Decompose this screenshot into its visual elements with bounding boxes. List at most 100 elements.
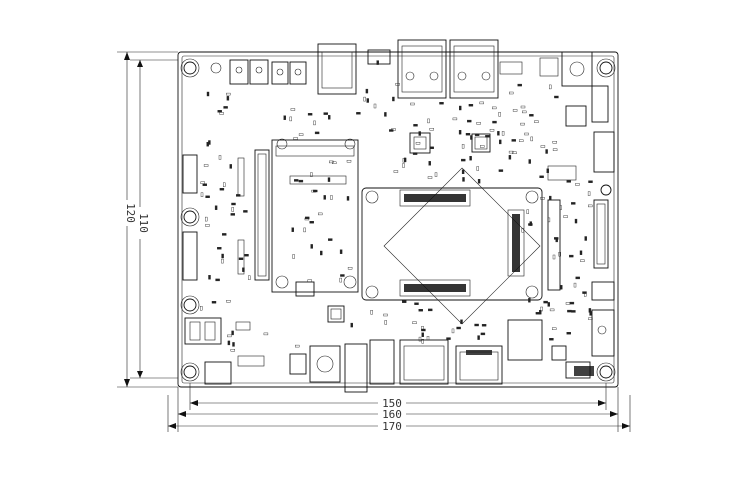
smd-part <box>477 178 481 184</box>
smd-part <box>332 161 337 165</box>
smd-part <box>547 302 550 307</box>
smd-part <box>366 98 369 103</box>
smd-part <box>346 196 350 201</box>
mounting-holes <box>180 58 616 382</box>
smd-part <box>205 224 210 227</box>
smd-part <box>479 101 484 105</box>
smd-part <box>499 139 502 145</box>
smd-part <box>389 129 394 132</box>
smd-part <box>383 313 388 317</box>
smd-part <box>554 95 559 99</box>
smd-part <box>446 337 451 340</box>
smd-part <box>421 332 424 337</box>
smd-part <box>582 291 587 294</box>
smd-part <box>418 336 422 342</box>
smd-part <box>200 181 205 184</box>
smd-part <box>521 227 524 233</box>
board-outline <box>177 51 619 388</box>
smd-part <box>339 249 343 254</box>
smd-part <box>222 182 226 187</box>
smd-part <box>309 220 314 224</box>
smd-part <box>215 278 220 282</box>
smd-part <box>263 332 269 336</box>
component-field <box>199 60 593 352</box>
smd-part <box>221 258 224 264</box>
smd-part <box>393 170 399 173</box>
smd-part <box>477 335 480 340</box>
smd-part <box>204 216 208 222</box>
smd-part <box>569 301 575 305</box>
height-inner-label: 110 <box>137 213 150 233</box>
smd-part <box>392 96 395 102</box>
smd-part <box>520 122 525 126</box>
smd-part <box>421 326 424 331</box>
smd-part <box>418 131 421 136</box>
smd-part <box>526 209 529 214</box>
smd-part <box>323 112 328 115</box>
smd-part <box>310 244 313 249</box>
smd-part <box>492 120 497 124</box>
smd-part <box>218 155 222 160</box>
smd-part <box>219 187 225 191</box>
smd-part <box>462 177 465 182</box>
smd-part <box>574 218 578 224</box>
smd-part <box>227 334 232 338</box>
smd-part <box>291 227 294 232</box>
smd-part <box>410 102 415 106</box>
smd-part <box>540 197 545 200</box>
smd-part <box>552 327 557 330</box>
chips <box>295 132 567 361</box>
smd-part <box>470 135 473 140</box>
smd-part <box>199 306 203 311</box>
smd-part <box>461 169 465 175</box>
smd-part <box>469 155 472 161</box>
smd-part <box>501 131 505 136</box>
smd-part <box>323 195 326 200</box>
smd-part <box>320 250 323 256</box>
smd-part <box>485 135 490 138</box>
smd-part <box>427 176 433 179</box>
smd-part <box>512 151 517 155</box>
smd-part <box>402 163 405 168</box>
smd-part <box>229 164 233 169</box>
smd-part <box>575 183 580 186</box>
smd-part <box>554 237 559 240</box>
smd-part <box>588 180 593 183</box>
smd-part <box>248 275 251 280</box>
smd-part <box>384 112 387 117</box>
smd-part <box>290 108 296 111</box>
smd-part <box>546 168 549 174</box>
smd-part <box>451 328 455 334</box>
smd-part <box>508 155 512 160</box>
smd-part <box>540 145 546 148</box>
smd-part <box>307 279 312 282</box>
smd-part <box>328 238 333 241</box>
smd-part <box>346 159 352 163</box>
smd-part <box>489 128 495 132</box>
smd-part <box>429 146 434 150</box>
smd-part <box>467 119 472 123</box>
smd-part <box>571 310 576 313</box>
smd-part <box>461 158 466 162</box>
smd-part <box>540 306 543 312</box>
smd-part <box>559 205 562 210</box>
smd-part <box>232 342 235 347</box>
smd-part <box>244 253 249 257</box>
smd-part <box>221 233 227 236</box>
smd-part <box>459 105 462 111</box>
smd-part <box>549 308 555 312</box>
smd-part <box>528 298 531 303</box>
smd-part <box>566 332 571 335</box>
smd-part <box>203 164 209 167</box>
smd-part <box>522 110 527 114</box>
smd-part <box>217 110 222 113</box>
smd-part <box>530 136 533 142</box>
smd-part <box>512 109 518 112</box>
smd-part <box>413 124 418 127</box>
smd-part <box>418 309 423 312</box>
smd-part <box>223 106 228 109</box>
smd-part <box>508 150 514 154</box>
smd-part <box>303 227 306 233</box>
smd-part <box>384 320 387 325</box>
